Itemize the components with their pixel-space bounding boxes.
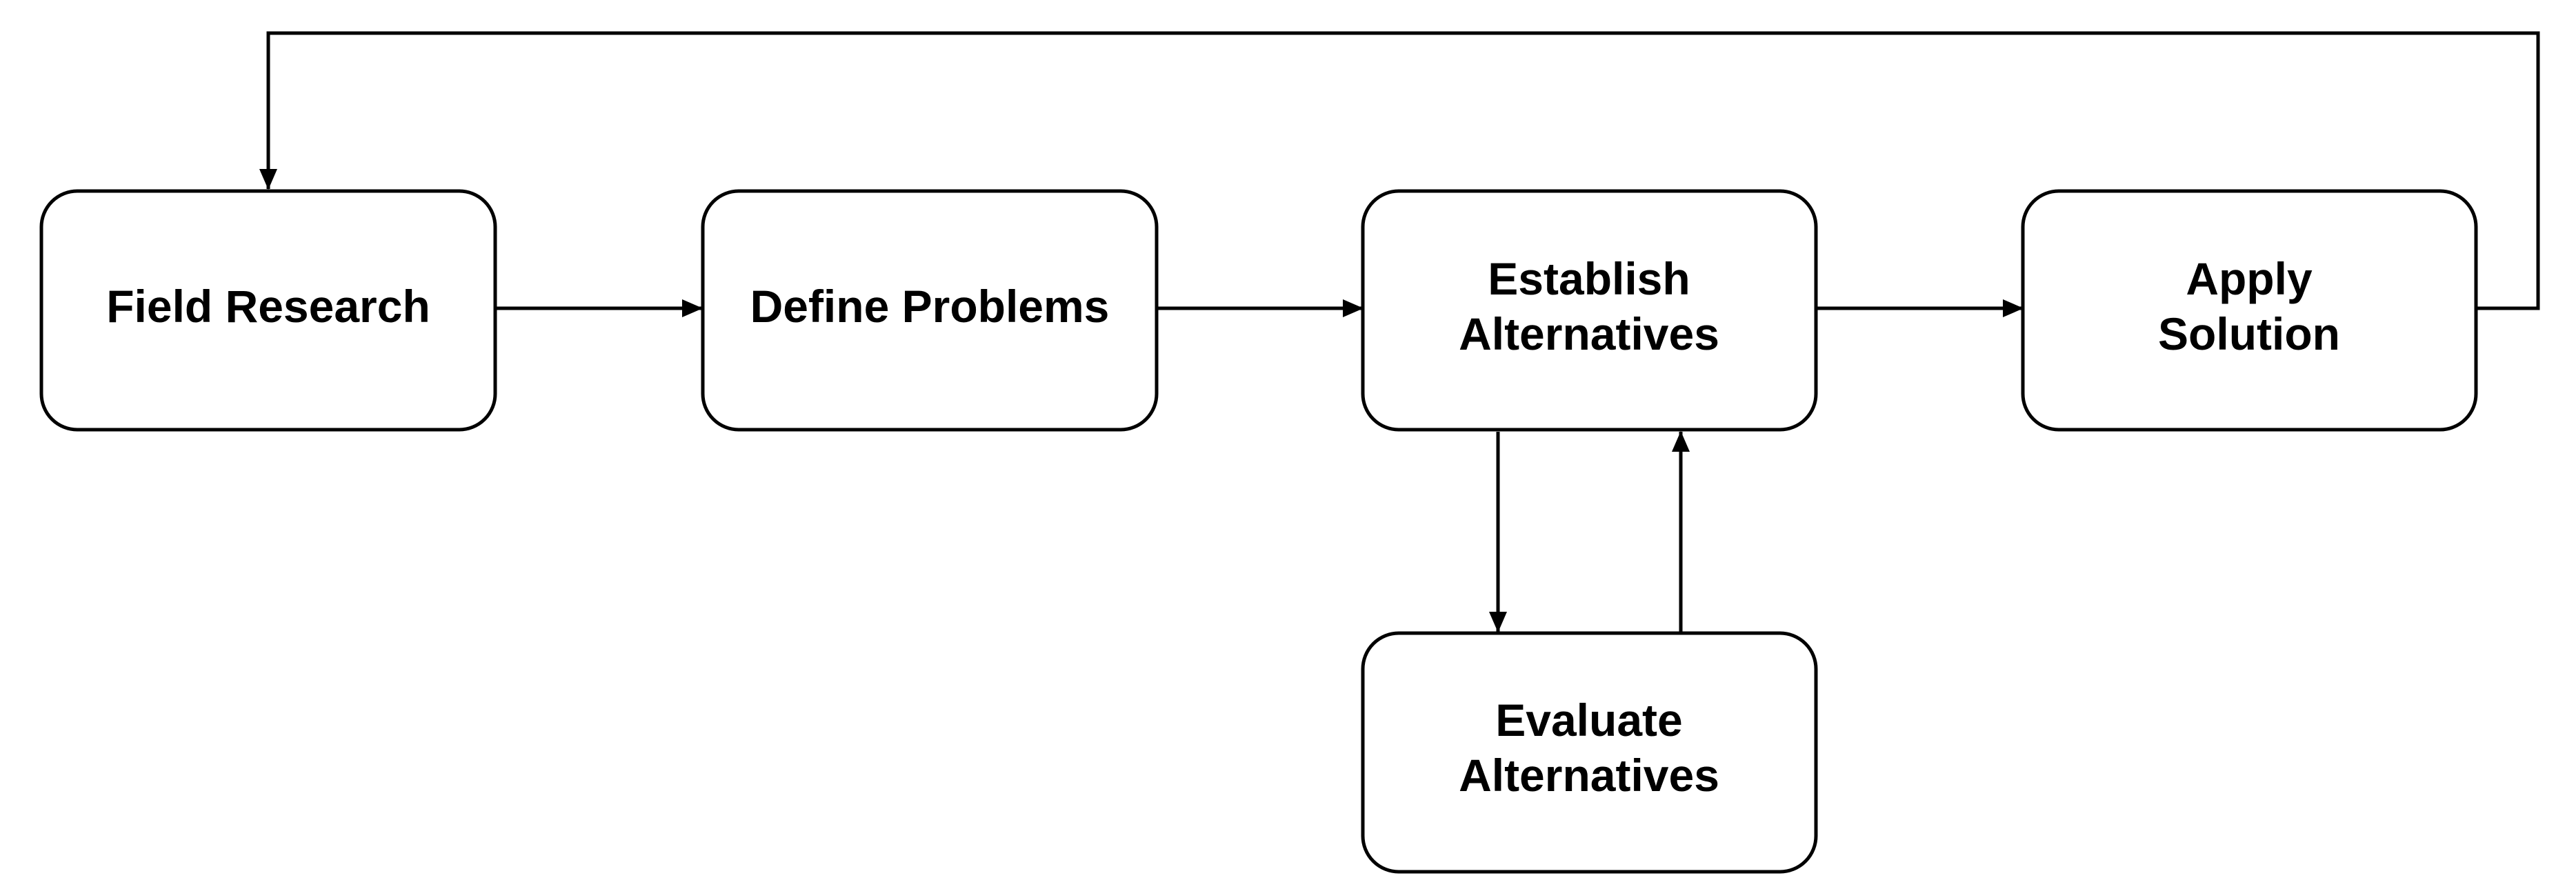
node-label: Define Problems [750, 281, 1110, 332]
edge-apply-solution-to-field-research [259, 31, 2540, 310]
node-label: Field Research [106, 281, 430, 332]
connectors [259, 31, 2540, 632]
node-label: Alternatives [1459, 750, 1719, 801]
node-establish-alternatives: Establish Alternatives [1361, 189, 1818, 432]
node-field-research: Field Research [39, 189, 497, 432]
node-label: Evaluate [1495, 695, 1682, 746]
node-label: Solution [2158, 308, 2340, 359]
node-apply-solution: Apply Solution [2021, 189, 2478, 432]
node-label: Establish [1488, 253, 1690, 304]
node-label: Apply [2186, 253, 2313, 304]
node-evaluate-alternatives: Evaluate Alternatives [1361, 631, 1818, 874]
node-label: Alternatives [1459, 308, 1719, 359]
node-define-problems: Define Problems [701, 189, 1159, 432]
